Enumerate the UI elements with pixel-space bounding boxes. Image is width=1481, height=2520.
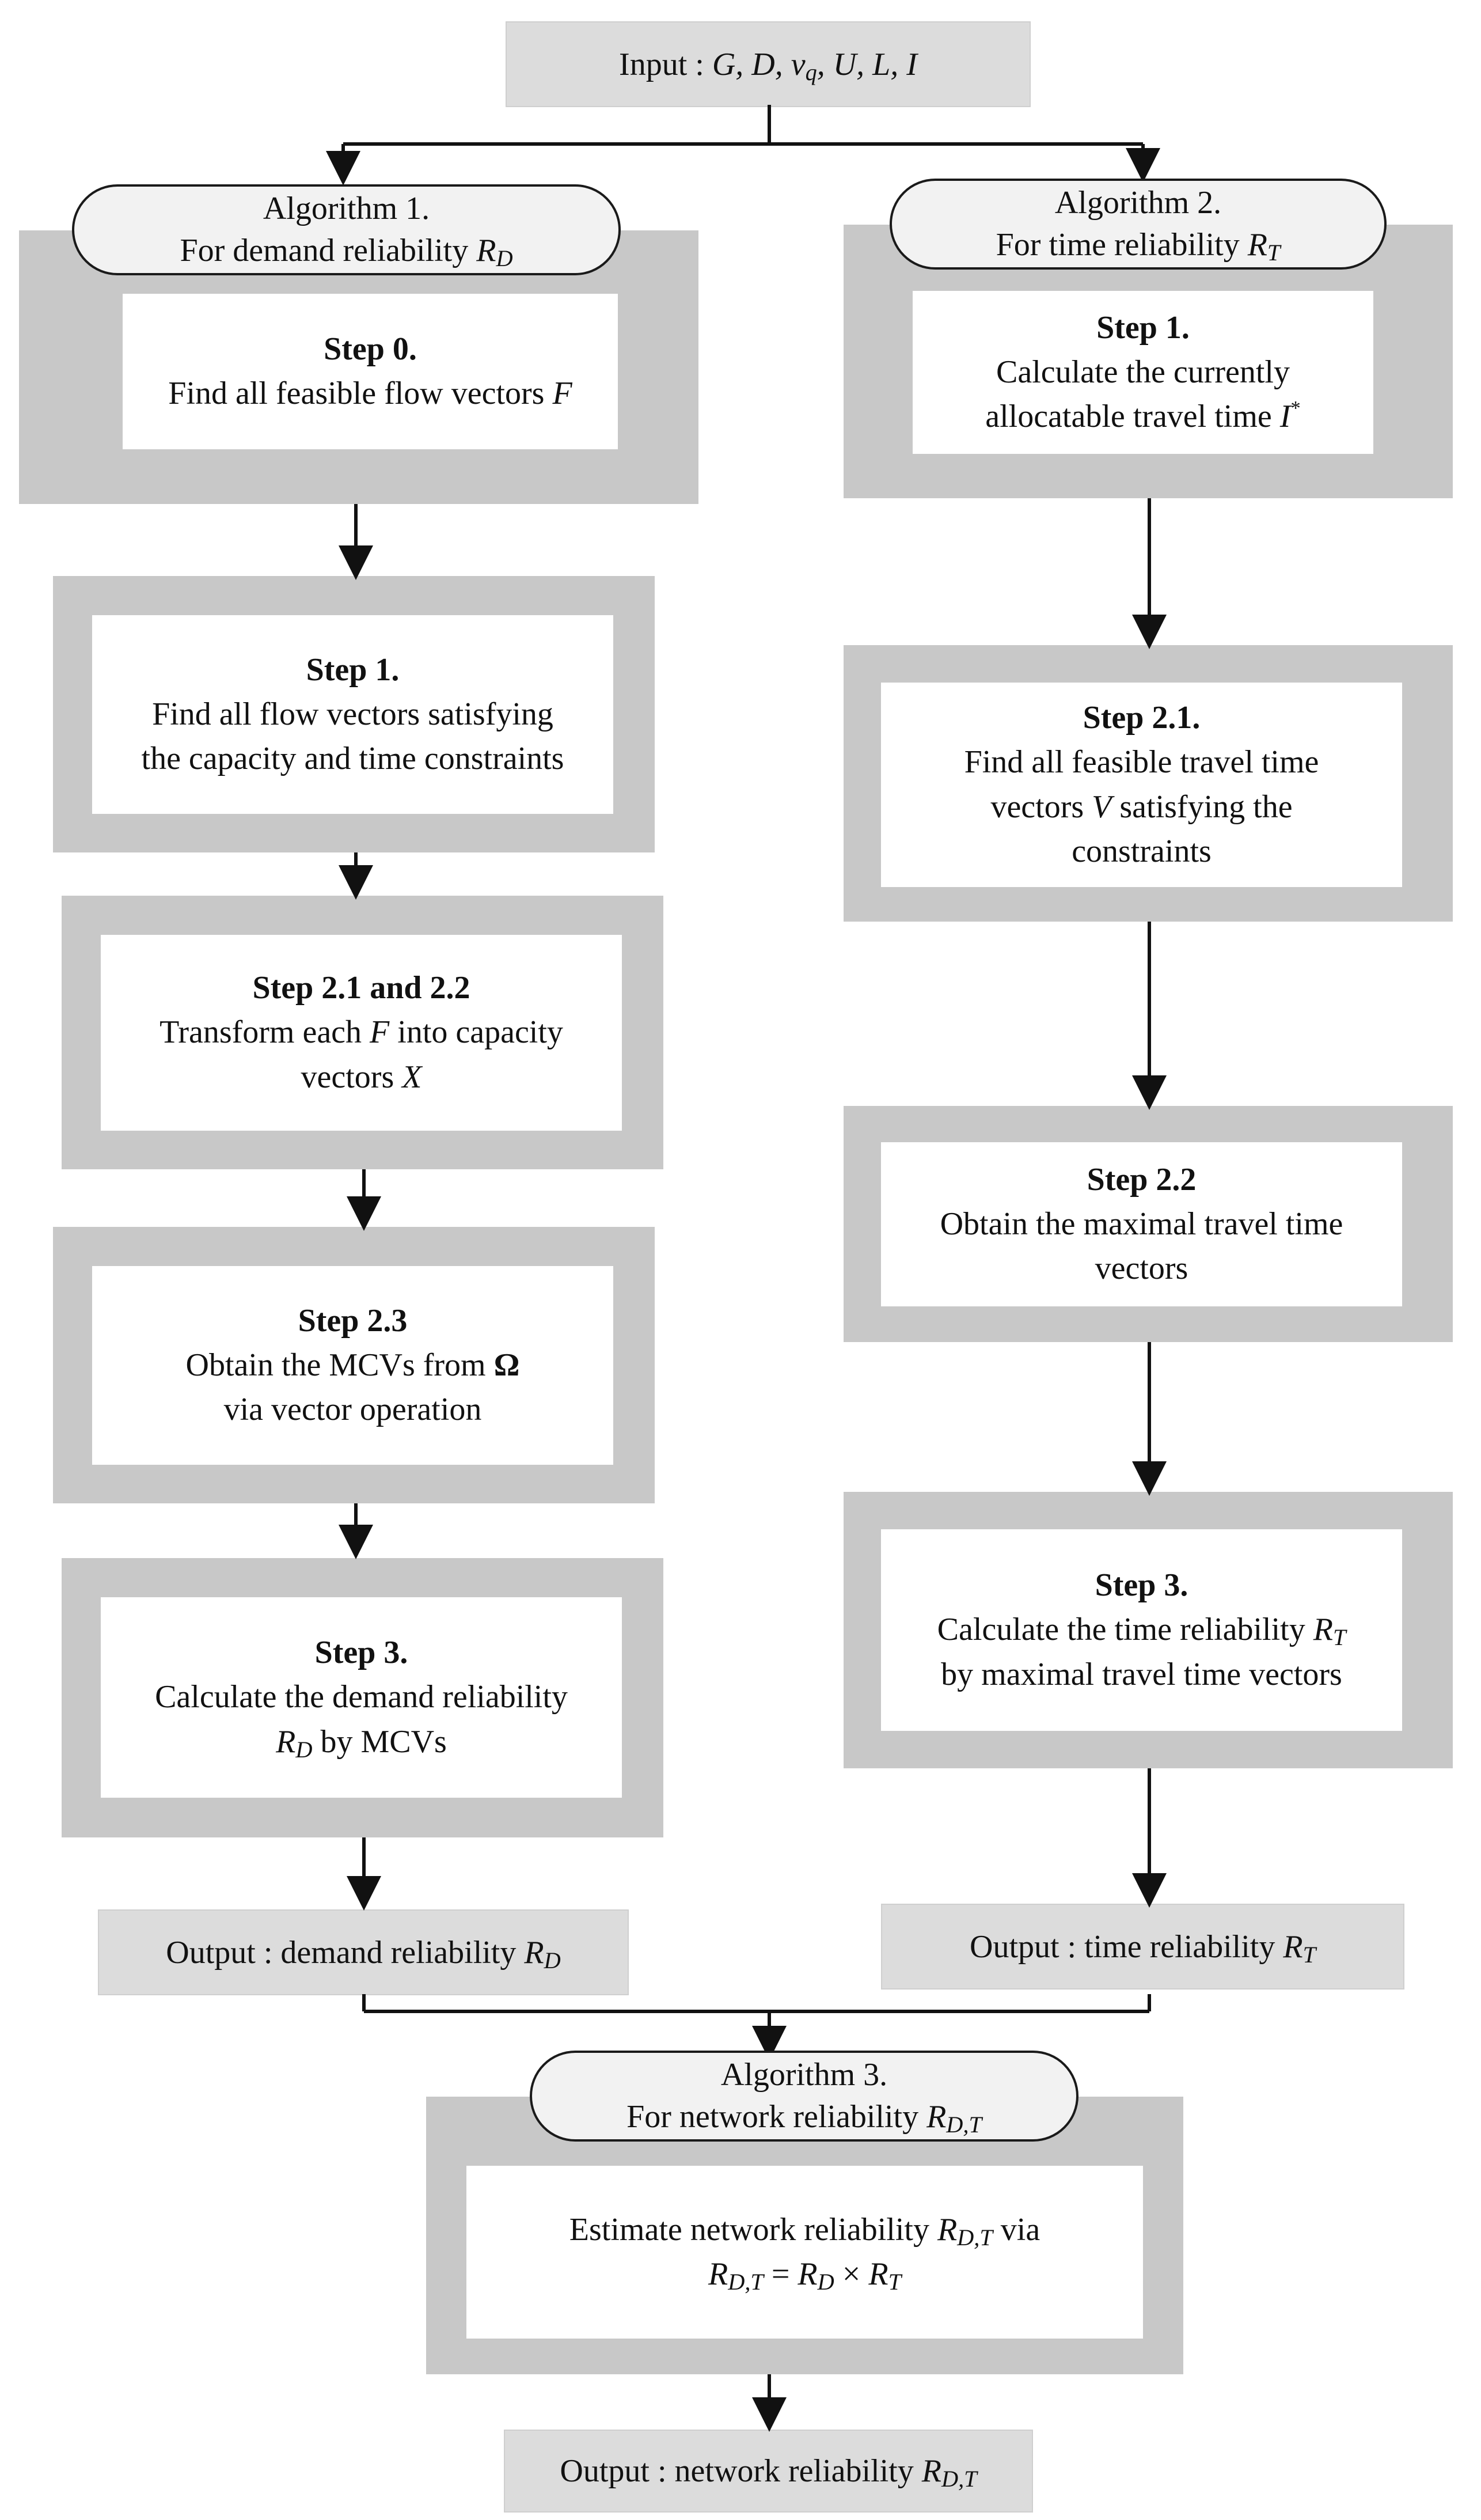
step-title: Step 1. — [1096, 309, 1190, 346]
alg2-subtitle: For time reliability RT — [996, 227, 1281, 266]
input-label: Input : G, D, vq, U, L, I — [619, 46, 917, 85]
step-text-line2: the capacity and time constraints — [141, 741, 564, 777]
step-title: Step 2.1 and 2.2 — [252, 970, 470, 1006]
alg3-header: Algorithm 3. For network reliability RD,… — [530, 2051, 1079, 2142]
alg2-output-label: Output : time reliability RT — [970, 1928, 1316, 1968]
step-text-line2: allocatable travel time I* — [985, 397, 1301, 435]
alg2-step1: Step 1. Calculate the currently allocata… — [913, 291, 1373, 454]
alg1-step2: Step 2.1 and 2.2 Transform each F into c… — [101, 935, 622, 1131]
alg3-equation: RD,T = RD × RT — [708, 2256, 901, 2295]
step-text-line1: Transform each F into capacity — [160, 1014, 563, 1051]
step-title: Step 2.2 — [1087, 1161, 1197, 1198]
alg2-step21: Step 2.1. Find all feasible travel time … — [881, 683, 1402, 887]
alg1-step1: Step 1. Find all flow vectors satisfying… — [92, 615, 613, 814]
alg3-subtitle: For network reliability RD,T — [626, 2099, 982, 2138]
step-title: Step 3. — [1095, 1567, 1188, 1604]
alg1-title: Algorithm 1. — [263, 191, 430, 227]
alg1-subtitle: For demand reliability RD — [180, 233, 513, 271]
alg3-title: Algorithm 3. — [720, 2057, 888, 2093]
alg2-output: Output : time reliability RT — [881, 1904, 1404, 1990]
step-text-line3: constraints — [1072, 833, 1212, 869]
final-output-label: Output : network reliability RD,T — [560, 2453, 977, 2492]
step-text-line1: Obtain the MCVs from Ω — [185, 1347, 520, 1383]
step-text-line1: Calculate the demand reliability — [155, 1679, 568, 1715]
alg2-step3: Step 3. Calculate the time reliability R… — [881, 1529, 1402, 1731]
step-text-line2: vectors V satisfying the — [990, 789, 1293, 825]
step-text-line2: by maximal travel time vectors — [941, 1656, 1342, 1692]
alg1-step23: Step 2.3 Obtain the MCVs from Ω via vect… — [92, 1266, 613, 1465]
final-output: Output : network reliability RD,T — [504, 2430, 1033, 2513]
step-text-line1: Find all feasible travel time — [964, 744, 1319, 780]
step-title: Step 2.1. — [1083, 699, 1201, 736]
step-text-line2: RD by MCVs — [276, 1723, 447, 1763]
alg1-step0: Step 0. Find all feasible flow vectors F — [123, 294, 618, 449]
alg3-body-line1: Estimate network reliability RD,T via — [569, 2211, 1041, 2250]
step-title: Step 0. — [324, 331, 417, 367]
alg2-step22: Step 2.2 Obtain the maximal travel time … — [881, 1142, 1402, 1306]
alg1-output-label: Output : demand reliability RD — [166, 1934, 561, 1973]
step-text-line2: vectors — [1095, 1250, 1188, 1287]
alg1-step3: Step 3. Calculate the demand reliability… — [101, 1597, 622, 1798]
step-title: Step 2.3 — [298, 1302, 408, 1339]
step-title: Step 1. — [306, 651, 400, 688]
step-text-line1: Calculate the currently — [996, 354, 1290, 390]
step-text-line1: Find all flow vectors satisfying — [152, 696, 553, 732]
step-text-line2: vectors X — [301, 1059, 422, 1095]
alg3-body: Estimate network reliability RD,T via RD… — [466, 2166, 1143, 2339]
alg2-header: Algorithm 2. For time reliability RT — [890, 179, 1387, 270]
alg1-header: Algorithm 1. For demand reliability RD — [72, 184, 621, 275]
step-text-line1: Obtain the maximal travel time — [940, 1206, 1343, 1242]
step-title: Step 3. — [314, 1635, 408, 1671]
alg2-title: Algorithm 2. — [1054, 185, 1222, 221]
step-text-line2: via vector operation — [223, 1392, 482, 1428]
step-text-line1: Calculate the time reliability RT — [937, 1612, 1346, 1651]
step-text: Find all feasible flow vectors F — [168, 376, 572, 411]
